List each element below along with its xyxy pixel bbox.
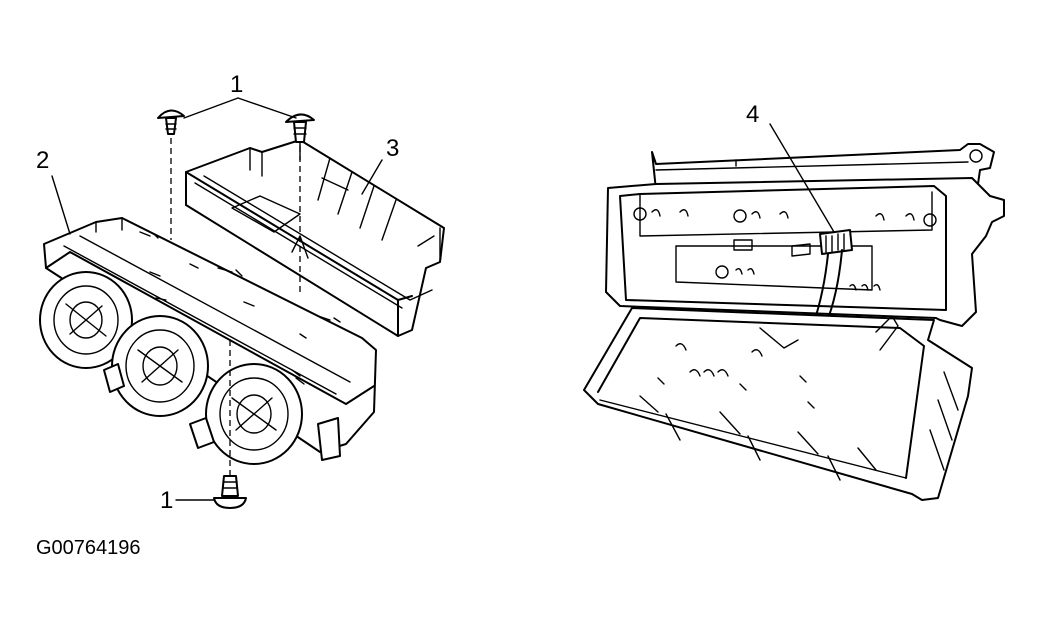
- climate-control-housing: [185, 139, 445, 337]
- callout-3: 3: [386, 135, 399, 162]
- callout-1-top: 1: [230, 71, 243, 98]
- figure-code: G00764196: [36, 537, 141, 559]
- screw-top-left: [157, 109, 185, 135]
- callout-4: 4: [746, 101, 759, 128]
- screw-top-right: [285, 113, 315, 143]
- callout-1-bottom: 1: [160, 487, 173, 514]
- control-panel-face: [39, 217, 377, 465]
- callout-2: 2: [36, 147, 49, 174]
- screw-bottom: [213, 475, 247, 509]
- housing-rear-view: [583, 143, 1005, 501]
